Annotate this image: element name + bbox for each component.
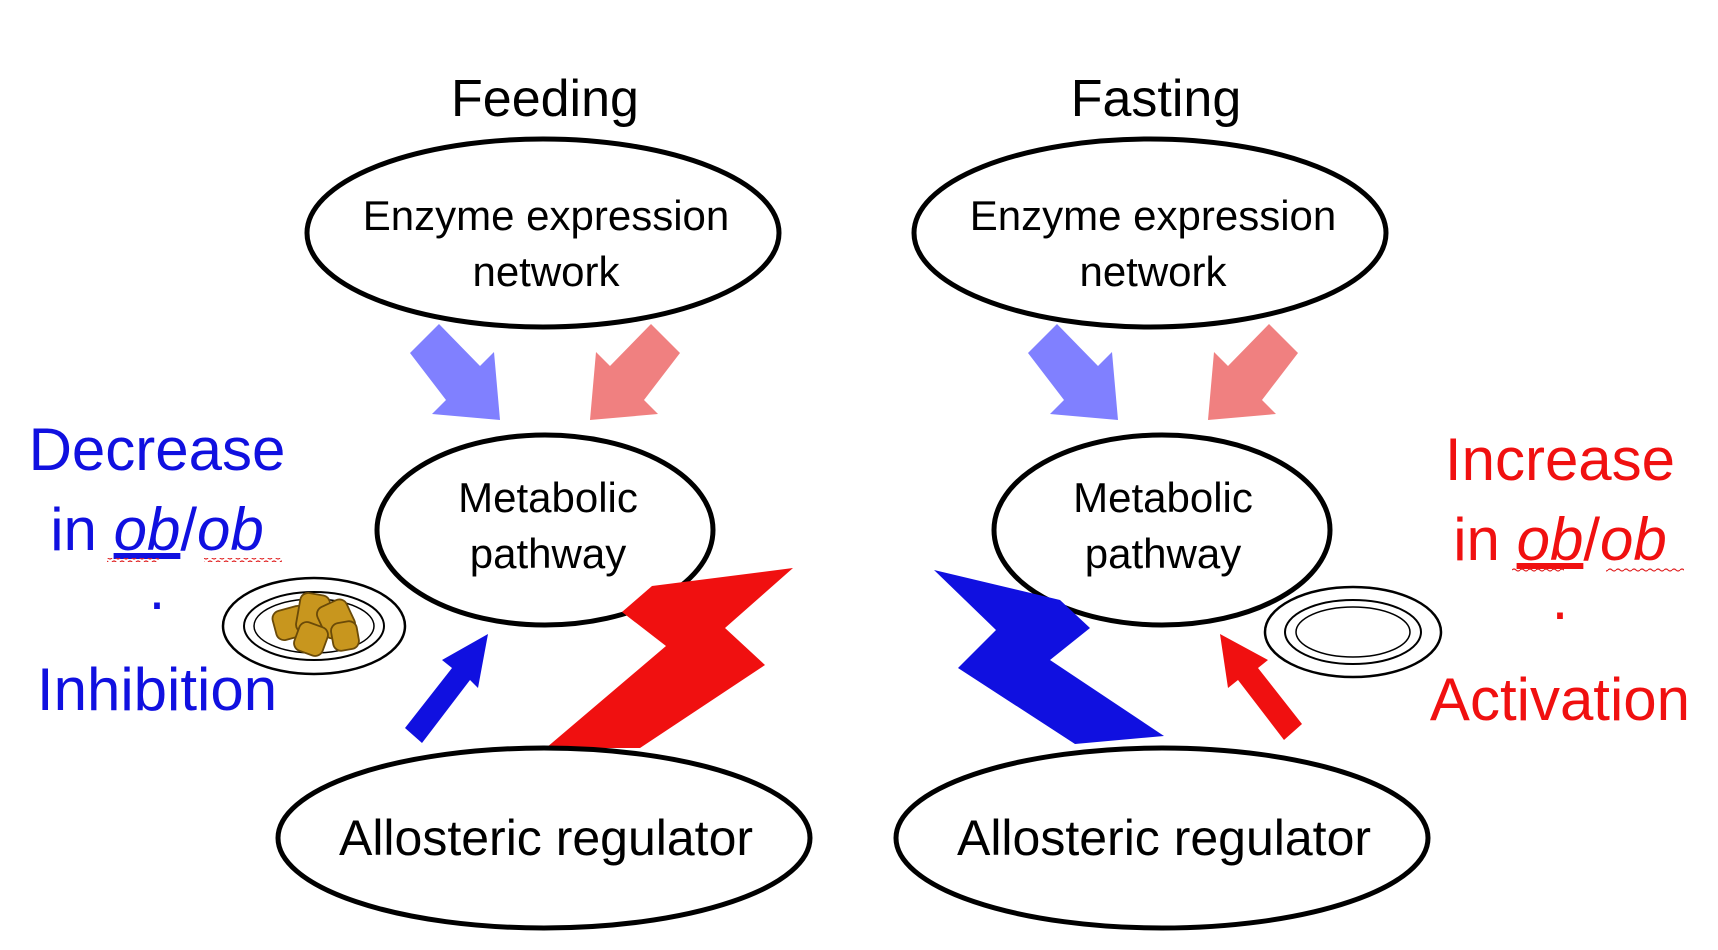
fasting-red-arrow-down: [1208, 324, 1298, 420]
right-label-line4: Activation: [1430, 666, 1690, 733]
left-label-slash: /: [180, 496, 197, 563]
feeding-regulator-node: Allosteric regulator: [275, 745, 813, 931]
fasting-pathway-label-2: pathway: [1085, 530, 1241, 577]
fasting-regulator-label: Allosteric regulator: [957, 810, 1371, 866]
fasting-blue-arrow-down: [1028, 324, 1118, 420]
fasting-pathway-node: Metabolic pathway: [991, 432, 1333, 628]
left-label-line1: Decrease: [29, 416, 286, 483]
right-label-ob-a: ob: [1517, 506, 1584, 573]
feeding-pathway-node: Metabolic pathway: [374, 432, 716, 628]
plate-food-icon: [221, 576, 407, 676]
right-spell-underline-b: [1606, 568, 1684, 572]
fasting-enzyme-node: Enzyme expression network: [911, 136, 1389, 330]
fasting-small-red-arrow: [1220, 634, 1302, 740]
fasting-regulator-node: Allosteric regulator: [893, 745, 1431, 931]
feeding-title: Feeding: [451, 70, 639, 128]
feeding-panel: Feeding Enzyme expression network Metabo…: [221, 70, 813, 931]
fasting-enzyme-label-1: Enzyme expression: [970, 192, 1337, 239]
feeding-blue-arrow-down: [410, 324, 500, 420]
left-spell-underline-b: [204, 558, 282, 562]
right-label-in: in: [1453, 506, 1516, 573]
feeding-small-blue-arrow: [405, 634, 488, 743]
fasting-panel: Fasting Enzyme expression network Metabo…: [893, 70, 1443, 931]
feeding-enzyme-label-1: Enzyme expression: [363, 192, 730, 239]
fasting-enzyme-label-2: network: [1079, 248, 1227, 295]
right-label-line2: in ob/ob: [1453, 506, 1667, 573]
left-label-in: in: [50, 496, 113, 563]
left-label-ob-a: ob: [114, 496, 181, 563]
feeding-red-arrow-down: [590, 324, 680, 420]
feeding-enzyme-node: Enzyme expression network: [304, 136, 782, 330]
feeding-pathway-label-1: Metabolic: [458, 474, 638, 521]
fasting-pathway-label-1: Metabolic: [1073, 474, 1253, 521]
left-label-ob-b: ob: [197, 496, 264, 563]
left-label-line2: in ob/ob: [50, 496, 264, 563]
right-side-label: Increase in ob/ob · Activation: [1430, 426, 1690, 733]
right-spell-underline-a: [1512, 568, 1564, 572]
left-spell-underline-a: [107, 558, 159, 562]
feeding-enzyme-label-2: network: [472, 248, 620, 295]
left-label-line4: Inhibition: [37, 656, 277, 723]
feeding-big-red-arrow: [546, 568, 793, 748]
right-label-line1: Increase: [1445, 426, 1675, 493]
fasting-title: Fasting: [1071, 70, 1242, 128]
right-label-slash: /: [1583, 506, 1600, 573]
feeding-pathway-label-2: pathway: [470, 530, 626, 577]
left-side-label: Decrease in ob/ob · Inhibition: [29, 416, 286, 723]
right-label-bullet: ·: [1550, 578, 1570, 645]
plate-empty-icon: [1263, 585, 1443, 679]
fasting-big-blue-arrow: [934, 570, 1164, 744]
feeding-regulator-label: Allosteric regulator: [339, 810, 753, 866]
left-label-bullet: ·: [147, 568, 167, 635]
right-label-ob-b: ob: [1600, 506, 1667, 573]
